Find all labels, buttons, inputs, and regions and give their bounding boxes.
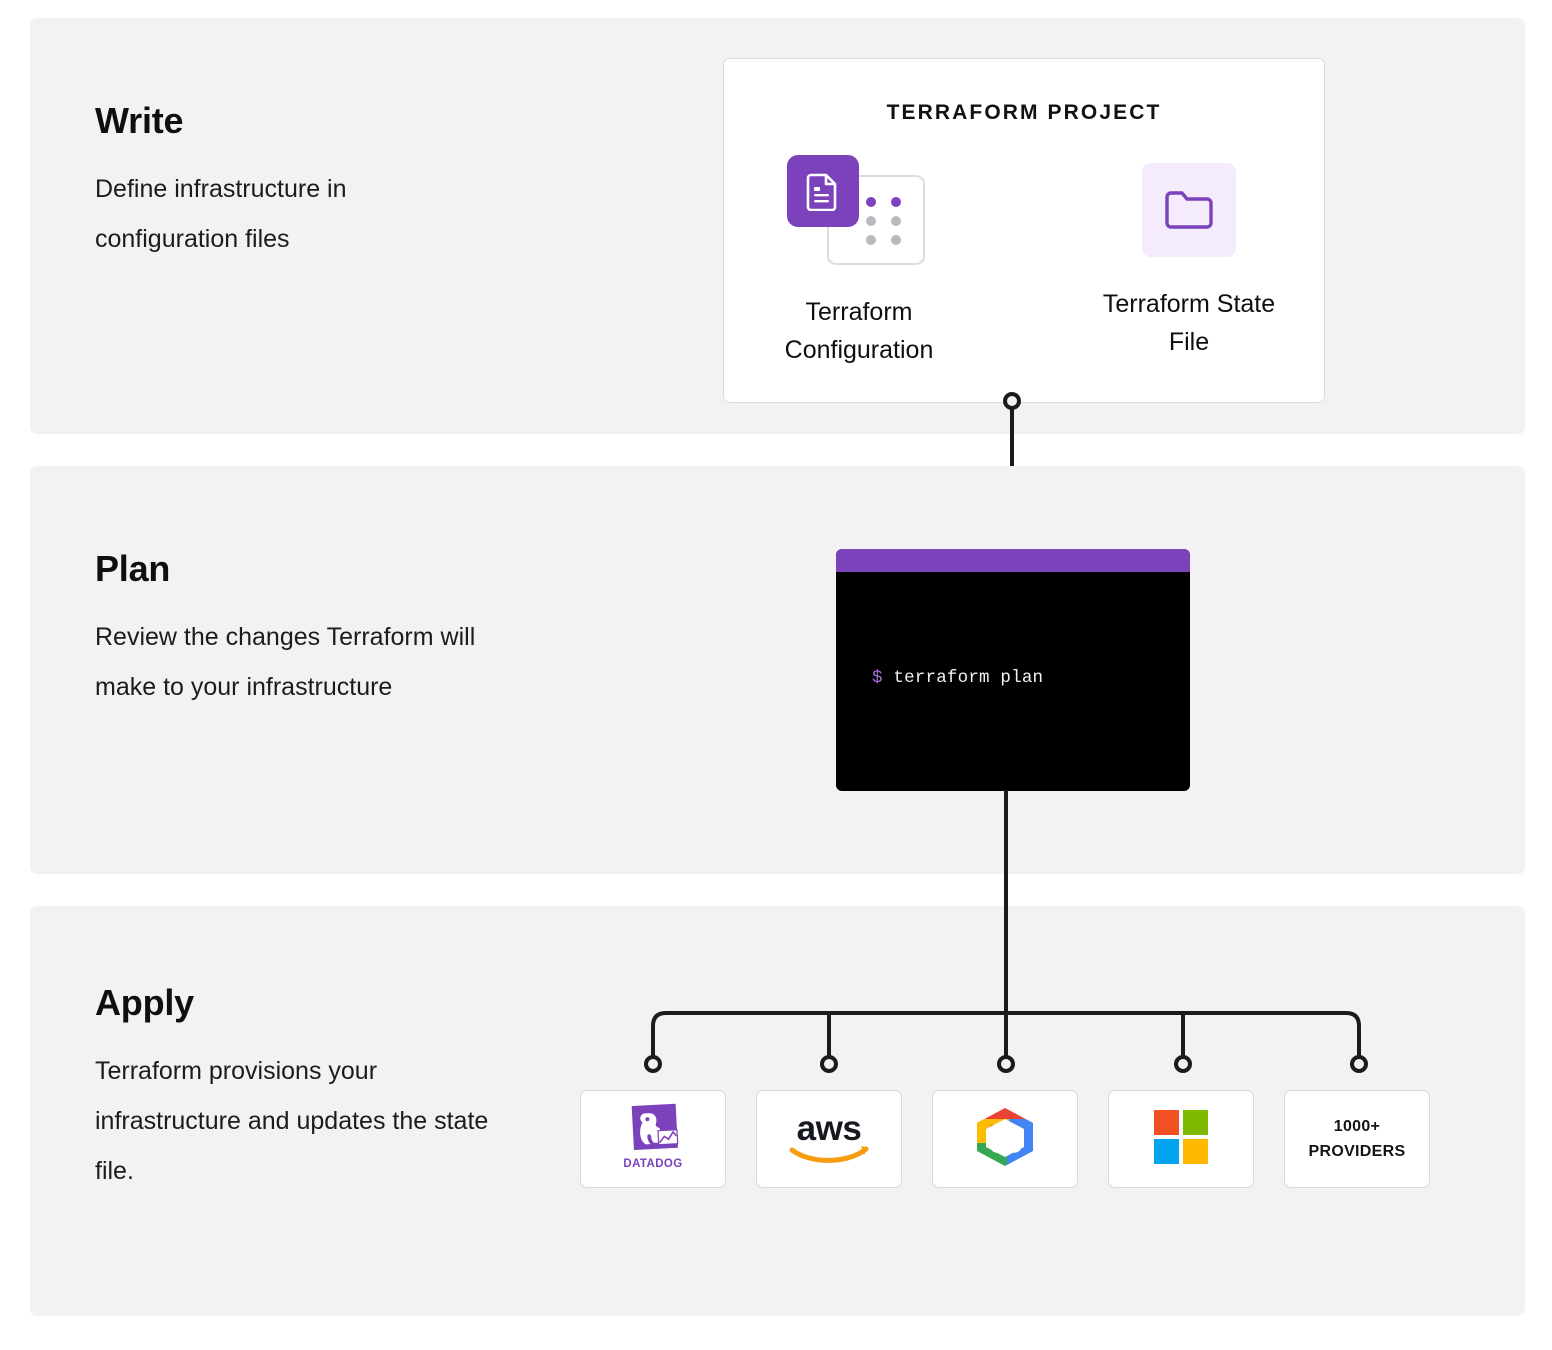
step-write-description: Define infrastructure in configuration f… [95, 175, 347, 253]
terminal-prompt-symbol: $ [872, 668, 883, 688]
step-plan-description: Review the changes Terraform will make t… [95, 623, 476, 701]
step-apply-title: Apply [95, 982, 195, 1023]
svg-text:aws: aws [797, 1109, 862, 1148]
terraform-project-title: TERRAFORM PROJECT [886, 101, 1162, 124]
tile-terraform-state-file: Terraform State File [1084, 155, 1294, 369]
document-file-icon [786, 155, 932, 265]
provider-card-microsoft[interactable] [1108, 1090, 1254, 1188]
project-tiles: Terraform Configuration Terraform State … [724, 155, 1324, 369]
step-plan-title: Plan [95, 548, 171, 589]
provider-card-datadog[interactable]: DATADOG [580, 1090, 726, 1188]
microsoft-logo [1153, 1109, 1209, 1170]
provider-card-aws[interactable]: aws [756, 1090, 902, 1188]
provider-card-list: DATADOG aws [580, 1090, 1430, 1188]
aws-logo: aws [782, 1108, 876, 1171]
folder-icon [1142, 163, 1236, 257]
step-write-text: Write Define infrastructure in configura… [95, 100, 495, 264]
more-providers-word: PROVIDERS [1308, 1143, 1406, 1160]
tile-caption-configuration: Terraform Configuration [784, 298, 934, 364]
terminal-window: $ terraform plan ... Terraform will perf… [836, 549, 1190, 791]
terminal-output: $ terraform plan ... Terraform will perf… [836, 572, 1190, 791]
svg-text:DATADOG: DATADOG [623, 1158, 682, 1170]
tile-terraform-configuration: Terraform Configuration [754, 155, 964, 369]
step-plan-text: Plan Review the changes Terraform will m… [95, 548, 495, 712]
connector-plan-to-providers [600, 790, 1400, 1080]
terminal-title-bar [836, 549, 1190, 572]
more-providers-label: 1000+ PROVIDERS [1309, 1114, 1406, 1164]
step-apply-text: Apply Terraform provisions your infrastr… [95, 982, 495, 1196]
more-providers-count: 1000+ [1333, 1118, 1381, 1135]
google-cloud-logo [969, 1105, 1041, 1174]
file-badge [786, 155, 859, 227]
provider-card-google-cloud[interactable] [932, 1090, 1078, 1188]
provider-card-more[interactable]: 1000+ PROVIDERS [1284, 1090, 1430, 1188]
panel-plan [30, 466, 1525, 874]
step-apply-description: Terraform provisions your infrastructure… [95, 1057, 489, 1185]
datadog-logo: DATADOG [613, 1101, 693, 1178]
terminal-command: terraform plan [893, 668, 1044, 688]
step-write-title: Write [95, 100, 184, 141]
tile-caption-state-file: Terraform State File [1102, 290, 1276, 356]
terraform-project-card: TERRAFORM PROJECT [723, 58, 1325, 403]
terminal-command-line: $ terraform plan [872, 664, 1190, 692]
